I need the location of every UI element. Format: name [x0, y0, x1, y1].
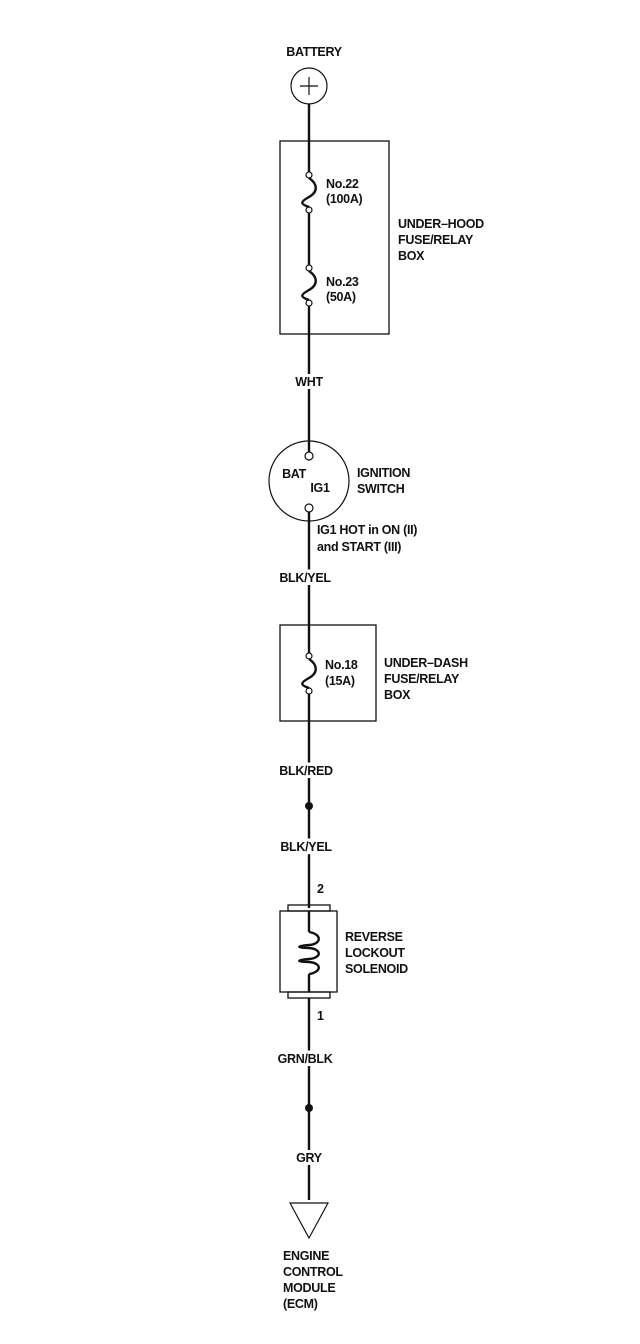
- fuse-no22-icon: [301, 171, 317, 214]
- fuse-no23-icon: [301, 264, 317, 307]
- fuse-no23-name: No.23: [326, 275, 359, 289]
- terminal-bat-label: BAT: [282, 467, 307, 481]
- solenoid-pin-1: 1: [317, 1009, 324, 1023]
- underdash-fuse-relay-box: [279, 624, 377, 722]
- battery-label: BATTERY: [286, 45, 342, 59]
- ecm-arrow-icon: [288, 1202, 330, 1240]
- terminal-ig1-label: IG1: [310, 481, 330, 495]
- solenoid-connector-bottom: [287, 991, 331, 999]
- wire-label-grn-blk: GRN/BLK: [278, 1052, 333, 1066]
- solenoid-label-line1: REVERSE: [345, 930, 403, 944]
- underhood-box-label-line3: BOX: [398, 249, 425, 263]
- ignition-note-line2: and START (III): [317, 540, 401, 554]
- splice-point-1: [305, 802, 313, 810]
- ignition-switch-icon: [268, 440, 350, 522]
- solenoid-pin-2: 2: [317, 882, 324, 896]
- wire-label-blk-yel-2: BLK/YEL: [280, 840, 332, 854]
- ignition-switch-label-line1: IGNITION: [357, 466, 410, 480]
- battery-icon: [290, 67, 328, 105]
- fuse-no22-name: No.22: [326, 177, 359, 191]
- ecm-label-line2: CONTROL: [283, 1265, 343, 1279]
- splice-point-2: [305, 1104, 313, 1112]
- solenoid-label-line2: LOCKOUT: [345, 946, 405, 960]
- ecm-label-line1: ENGINE: [283, 1249, 329, 1263]
- fuse-no18-rating: (15A): [325, 674, 355, 688]
- ignition-note-line1: IG1 HOT in ON (II): [317, 523, 417, 537]
- wire-label-wht: WHT: [295, 375, 323, 389]
- fuse-no23-rating: (50A): [326, 290, 356, 304]
- ecm-label-line3: MODULE: [283, 1281, 335, 1295]
- wire-label-blk-red: BLK/RED: [279, 764, 333, 778]
- fuse-no18-name: No.18: [325, 658, 358, 672]
- wire-label-gry: GRY: [296, 1151, 323, 1165]
- underdash-box-label-line1: UNDER–DASH: [384, 656, 468, 670]
- underdash-box-label-line3: BOX: [384, 688, 411, 702]
- ecm-label-line4: (ECM): [283, 1297, 318, 1311]
- fuse-no18-icon: [301, 652, 317, 695]
- underhood-box-label-line2: FUSE/RELAY: [398, 233, 474, 247]
- underdash-box-label-line2: FUSE/RELAY: [384, 672, 460, 686]
- underhood-box-label-line1: UNDER–HOOD: [398, 217, 484, 231]
- wire-label-blk-yel-1: BLK/YEL: [279, 571, 331, 585]
- solenoid-label-line3: SOLENOID: [345, 962, 408, 976]
- terminal-bat-icon: [304, 451, 314, 461]
- fuse-no22-rating: (100A): [326, 192, 363, 206]
- ignition-switch-label-line2: SWITCH: [357, 482, 405, 496]
- underhood-fuse-relay-box: [279, 140, 390, 335]
- solenoid-coil-icon: [298, 930, 320, 976]
- terminal-ig1-icon: [304, 503, 314, 513]
